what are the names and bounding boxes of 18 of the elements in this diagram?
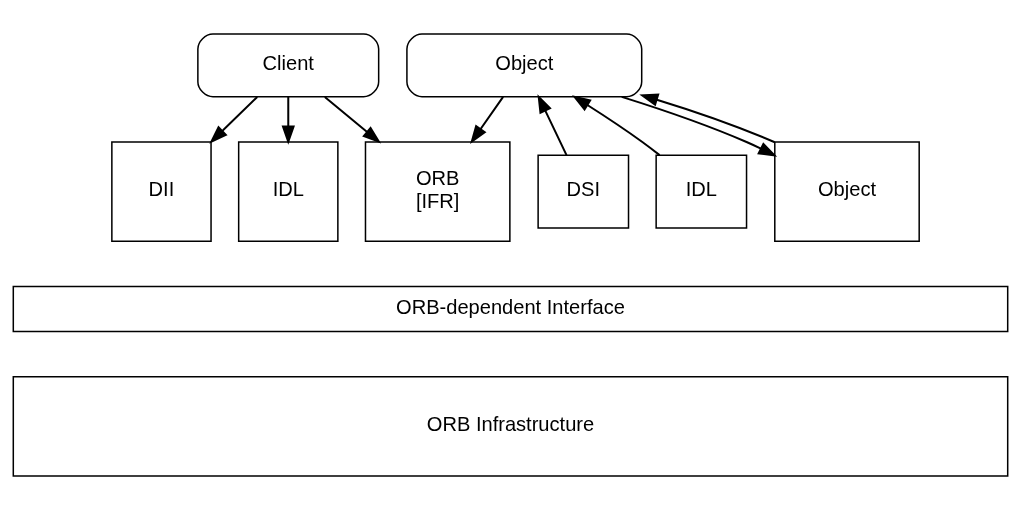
arrow — [209, 96, 258, 144]
arrow — [572, 95, 661, 156]
node-box: IDL — [655, 154, 748, 229]
node-box: ORB Infrastructure — [12, 376, 1009, 477]
arrow — [324, 96, 382, 144]
arrow — [470, 96, 504, 145]
arrow — [639, 93, 776, 144]
node-box: Object — [406, 33, 643, 98]
node-box: DSI — [537, 154, 630, 229]
node-box: ORB-dependent Interface — [12, 285, 1009, 333]
arrow — [281, 96, 295, 145]
arrow — [537, 94, 568, 156]
node-box: Client — [197, 33, 380, 98]
node-box: IDL — [237, 141, 339, 242]
node-box: DII — [111, 141, 212, 242]
node-box: ORB [IFR] — [364, 141, 511, 242]
node-box: Object — [774, 141, 920, 242]
arrow — [621, 95, 778, 157]
